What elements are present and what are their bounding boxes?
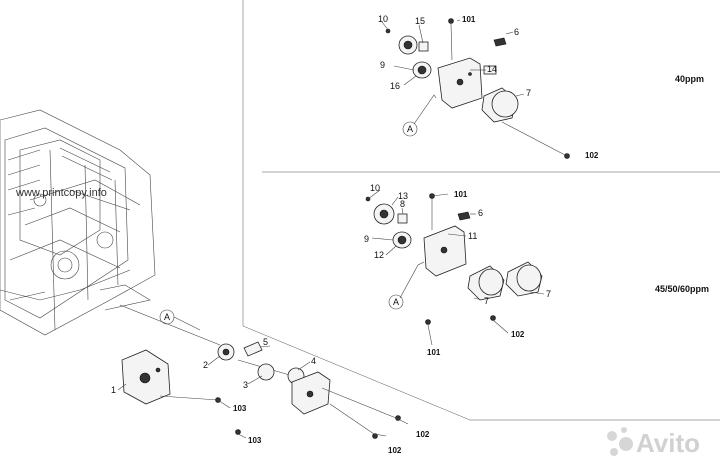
callout-label: 14: [487, 64, 497, 74]
reference-circle: [402, 121, 418, 137]
callout-label: 102: [511, 330, 525, 339]
speed-label-45-50-60: 45/50/60ppm: [655, 284, 709, 294]
callout-label: 102: [416, 430, 430, 439]
callout-label: 12: [374, 250, 384, 260]
callout-label: 13: [398, 191, 408, 201]
callout-label: 11: [468, 231, 477, 241]
callout-label: 10: [370, 183, 380, 193]
screw-icon: [448, 18, 454, 24]
callout-label: 102: [388, 446, 402, 455]
callout-label: 15: [415, 16, 425, 26]
spring-icon: [397, 213, 408, 224]
callout-label: A: [164, 312, 170, 322]
reference-circle: [388, 294, 404, 310]
callout-label: 9: [364, 234, 369, 244]
avito-logo: Avito: [607, 427, 700, 458]
callout-label: A: [393, 297, 399, 307]
callout-label: 16: [390, 81, 400, 91]
section-40ppm: 10 15 101 6 9 14 16 7 A 102 40ppm: [378, 14, 704, 160]
screw-icon: [235, 429, 241, 435]
callout-label: 10: [378, 14, 388, 24]
callout-label: 7: [526, 88, 531, 98]
callout-label: 9: [380, 60, 385, 70]
machine-frame-drawing: [0, 109, 221, 346]
callout-label: 7: [484, 296, 489, 306]
callout-label: 3: [243, 380, 248, 390]
section-dividers: [242, 0, 720, 421]
callout-label: 7: [546, 289, 551, 299]
screw-icon: [564, 153, 570, 159]
section-45-50-60ppm: 10 13 101 6 8 11 9 12 7 7 A 102 101 45/5…: [364, 183, 709, 357]
screw-icon: [372, 433, 378, 439]
callout-label: 8: [400, 199, 405, 209]
callout-label: A: [407, 124, 413, 134]
watermark-text: www.printcopy.info: [15, 187, 107, 199]
callout-label: 4: [311, 356, 316, 366]
avito-logo-text: Avito: [636, 428, 700, 458]
callout-label: 103: [233, 404, 247, 413]
callout-label: 2: [203, 360, 208, 370]
callout-label: 101: [462, 15, 476, 24]
callout-label: 102: [585, 151, 599, 160]
callout-label: 6: [478, 208, 483, 218]
callout-label: 6: [514, 27, 519, 37]
bottom-assembly: A 5 2 4 3 1 103 103 102 102: [111, 309, 430, 455]
spring-icon: [418, 41, 429, 52]
screw-icon: [425, 319, 431, 325]
callout-label: 103: [248, 436, 262, 445]
callout-label: 5: [263, 337, 268, 347]
speed-label-40: 40ppm: [675, 74, 704, 84]
callout-label: 101: [427, 348, 441, 357]
screw-icon: [490, 315, 496, 321]
callout-label: 101: [454, 190, 468, 199]
callout-label: 1: [111, 385, 116, 395]
